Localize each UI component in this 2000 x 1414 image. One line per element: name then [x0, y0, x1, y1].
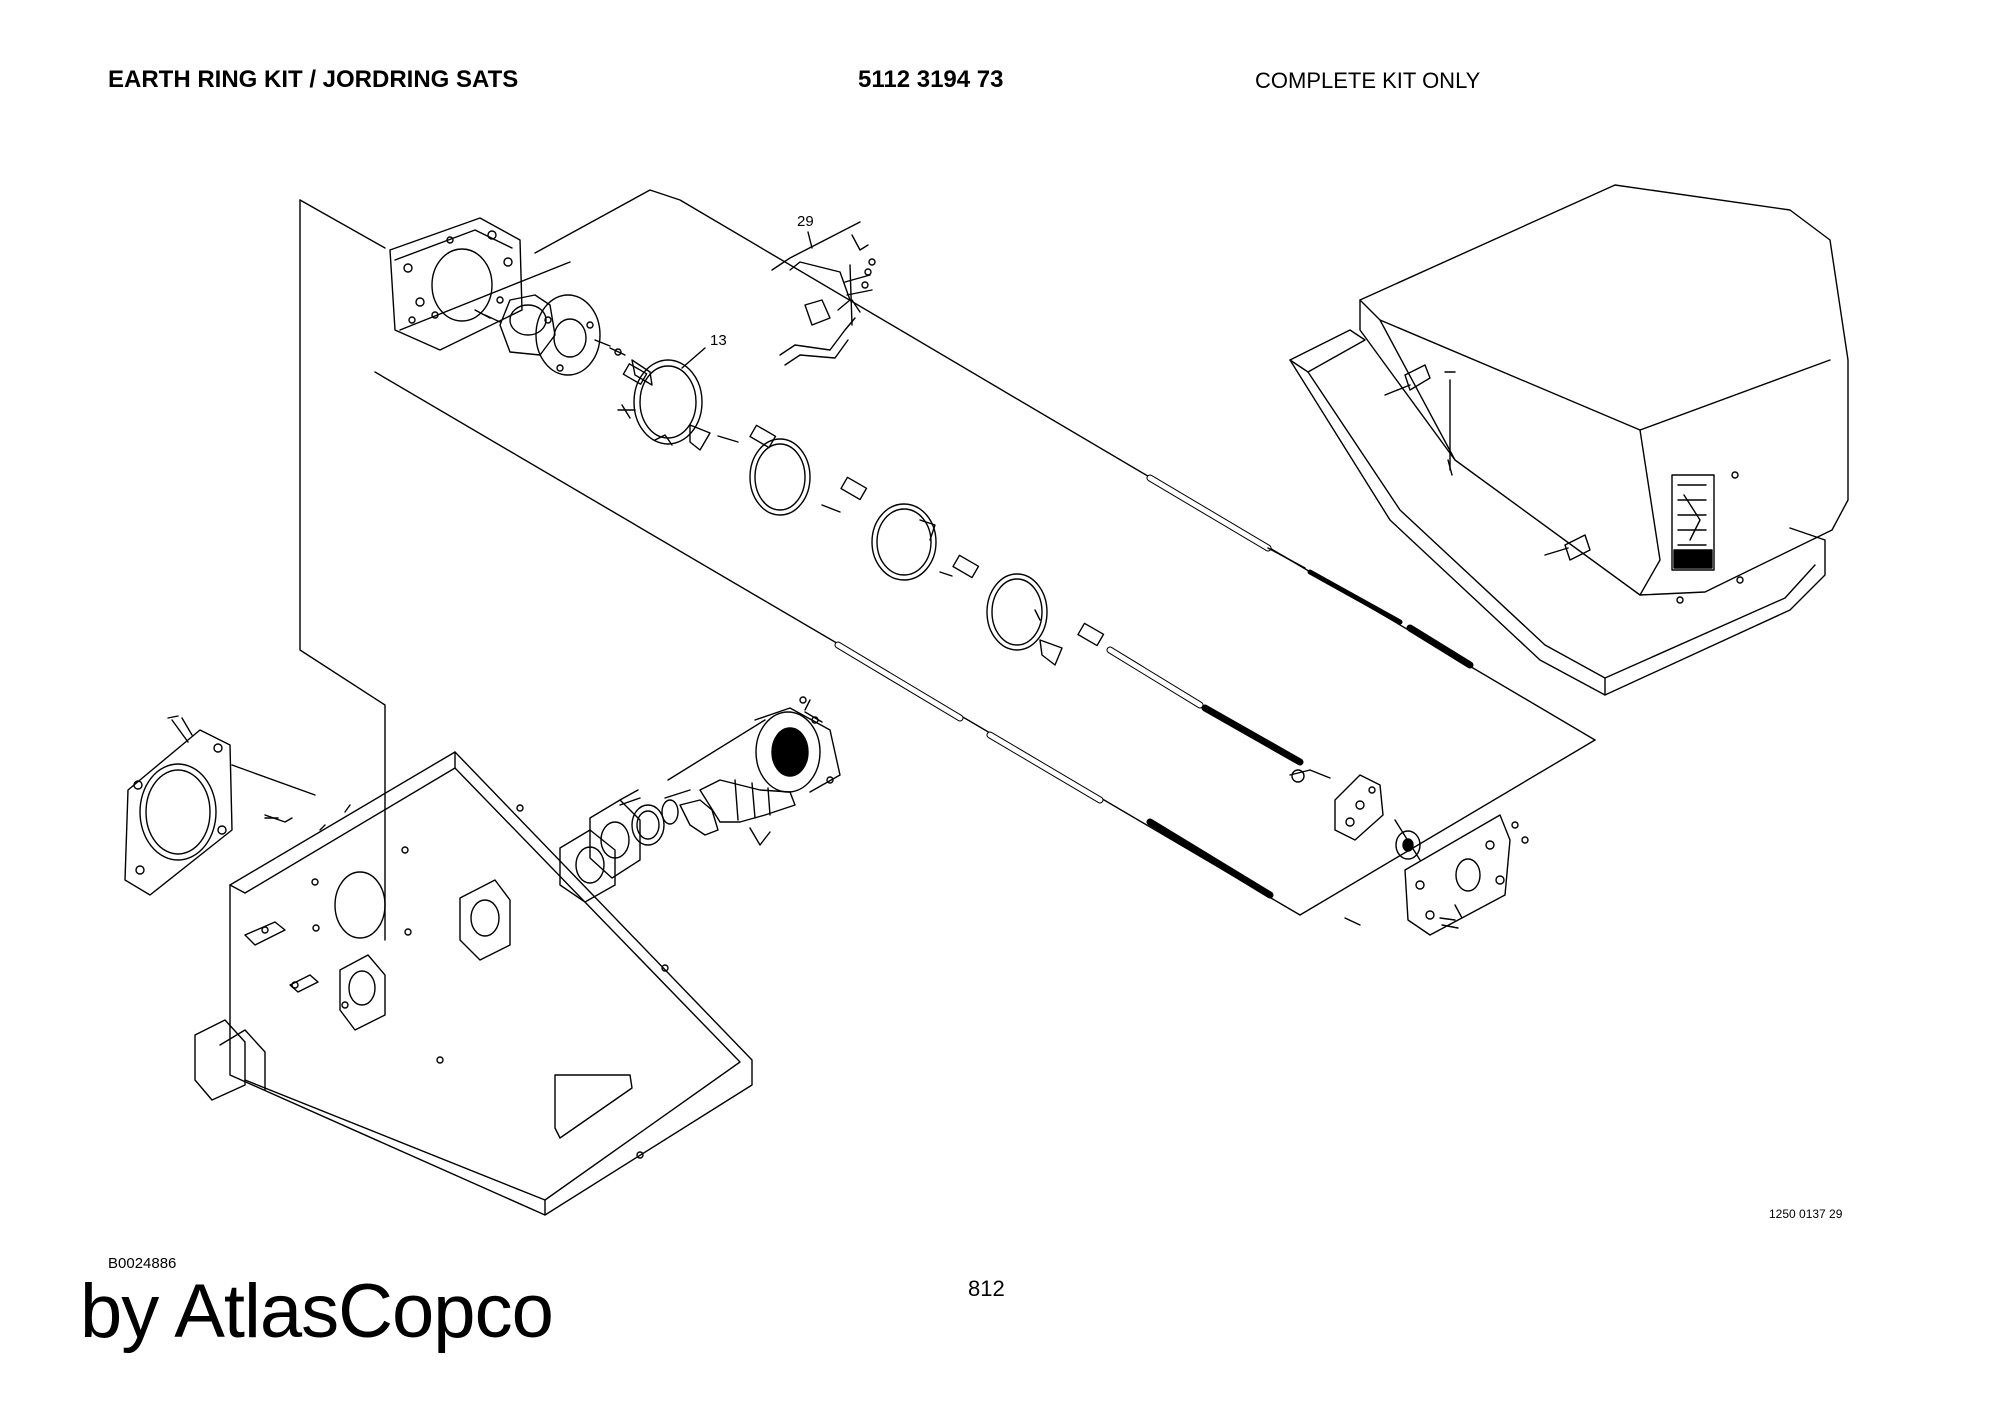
callout-13-leader — [681, 347, 706, 369]
hood-cover — [1289, 184, 1849, 696]
assembly-outline — [299, 189, 1596, 941]
rods — [834, 474, 1474, 899]
page-number: 812 — [968, 1276, 1005, 1301]
left-mounting-plate — [389, 217, 523, 351]
earth-symbol — [617, 404, 636, 419]
drawing-code: 1250 0137 29 — [1769, 1207, 1843, 1221]
kit-note: COMPLETE KIT ONLY — [1255, 68, 1481, 93]
callout-29-leader — [807, 231, 813, 249]
housing-box — [194, 751, 753, 1216]
brush-holder — [474, 294, 653, 386]
gasket-plate — [124, 715, 316, 896]
fasteners — [181, 717, 1463, 926]
right-mounting-plate — [1289, 769, 1529, 936]
document-code: B0024886 — [108, 1255, 177, 1272]
shaft-spacers — [622, 363, 1105, 647]
cable-gland — [559, 696, 841, 903]
callout-13: 13 — [710, 332, 727, 349]
callout-29: 29 — [797, 213, 814, 230]
earth-rings — [633, 359, 1063, 666]
brand-watermark: by AtlasCopco — [80, 1269, 554, 1354]
brush-bracket — [771, 221, 876, 366]
part-number: 5112 3194 73 — [858, 66, 1004, 93]
document-title: EARTH RING KIT / JORDRING SATS — [108, 66, 519, 93]
